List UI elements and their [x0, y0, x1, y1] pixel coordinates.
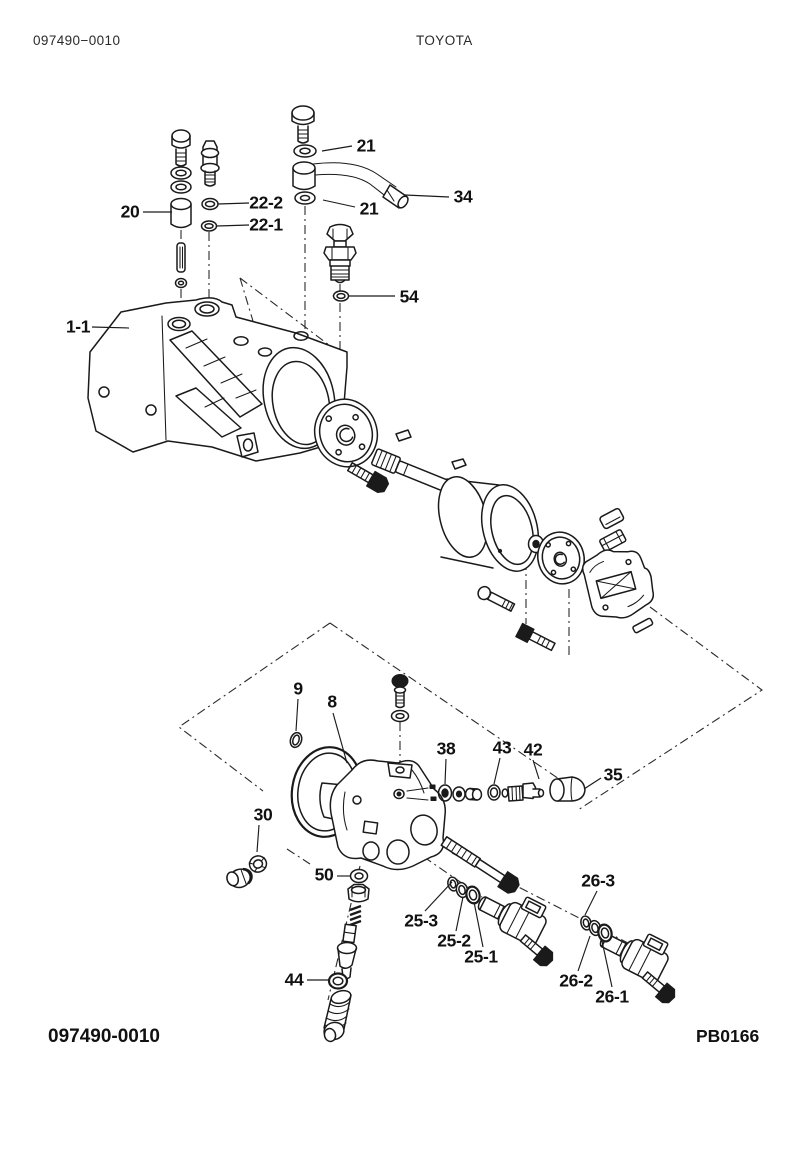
valve-train: [437, 776, 586, 802]
callout-21a: 21: [356, 135, 376, 156]
relief-valve-stack: [323, 868, 370, 1043]
callout-35: 35: [603, 764, 623, 785]
coupling-key: [632, 617, 654, 634]
coupling-key: [599, 507, 625, 530]
callout-38: 38: [436, 738, 456, 759]
callout-25-3: 25-3: [404, 910, 438, 931]
bolt-icon: [440, 836, 520, 894]
callout-30: 30: [253, 804, 273, 825]
upper-pump-housing: [87, 297, 348, 462]
coupling-hub: [581, 549, 655, 619]
callout-21b: 21: [359, 198, 379, 219]
callout-20: 20: [120, 201, 140, 222]
callout-26-1: 26-1: [595, 986, 629, 1007]
callout-26-3: 26-3: [581, 870, 615, 891]
fitting-icon: [200, 140, 220, 187]
rings-26: [580, 915, 613, 943]
callout-1-1: 1-1: [65, 316, 91, 337]
part-number-footer: 097490-0010: [48, 1026, 160, 1047]
callout-22-2: 22-2: [249, 192, 283, 213]
banjo-bolt: [291, 105, 315, 144]
callout-25-2: 25-2: [437, 930, 471, 951]
callout-50: 50: [314, 864, 334, 885]
key-clip: [451, 458, 467, 470]
washer-icon: [390, 709, 410, 723]
bolt-icon: [391, 674, 409, 709]
sensor-icon: [323, 223, 357, 284]
drive-train: [313, 398, 655, 652]
bolt-icon: [477, 585, 516, 612]
pin-icon: [174, 242, 188, 289]
washer-21-upper: [293, 144, 317, 158]
doc-number-header: 097490−0010: [33, 33, 121, 48]
key-clip: [395, 429, 412, 442]
lower-pump-housing: [329, 759, 447, 871]
washer-icon: [170, 166, 192, 194]
barrel-cylinder: [437, 476, 540, 572]
threaded-plug: [323, 989, 352, 1043]
callout-44: 44: [284, 969, 304, 990]
lower-assembly: [226, 674, 680, 1043]
o-ring-38: [437, 784, 453, 802]
coupling-flange: [537, 531, 585, 585]
callout-8: 8: [327, 691, 337, 712]
bolt-icon: [171, 129, 191, 167]
o-ring-54: [332, 290, 350, 302]
callout-26-2: 26-2: [559, 970, 593, 991]
callout-22-1: 22-1: [249, 214, 283, 235]
callout-43: 43: [492, 737, 512, 758]
callout-34: 34: [453, 186, 473, 207]
o-ring-9: [289, 731, 303, 749]
valve-42: [501, 782, 545, 802]
delivery-valve-holder: [477, 896, 554, 967]
callout-42: 42: [523, 739, 543, 760]
callout-9: 9: [293, 678, 303, 699]
figure-code: PB0166: [696, 1026, 760, 1046]
upper-fasteners: [170, 105, 409, 302]
callout-54: 54: [399, 286, 419, 307]
o-ring-44: [327, 972, 349, 990]
o-ring-22-2: [201, 197, 219, 211]
coupling-key: [599, 529, 627, 552]
cap-35: [549, 776, 586, 802]
washer-30: [248, 855, 268, 873]
brand-header: TOYOTA: [416, 33, 473, 48]
bolt-icon: [515, 622, 556, 652]
leader-lines: [91, 145, 613, 988]
part-20-sleeve: [170, 197, 192, 229]
callout-25-1: 25-1: [464, 946, 498, 967]
pipe-34: [292, 161, 409, 209]
bolt-icon: [346, 462, 390, 494]
washer-21-lower: [294, 191, 316, 205]
rings-25: [447, 876, 481, 905]
ring-43: [487, 784, 501, 801]
o-ring-22-1: [200, 220, 218, 232]
plug-icon: [226, 867, 253, 889]
